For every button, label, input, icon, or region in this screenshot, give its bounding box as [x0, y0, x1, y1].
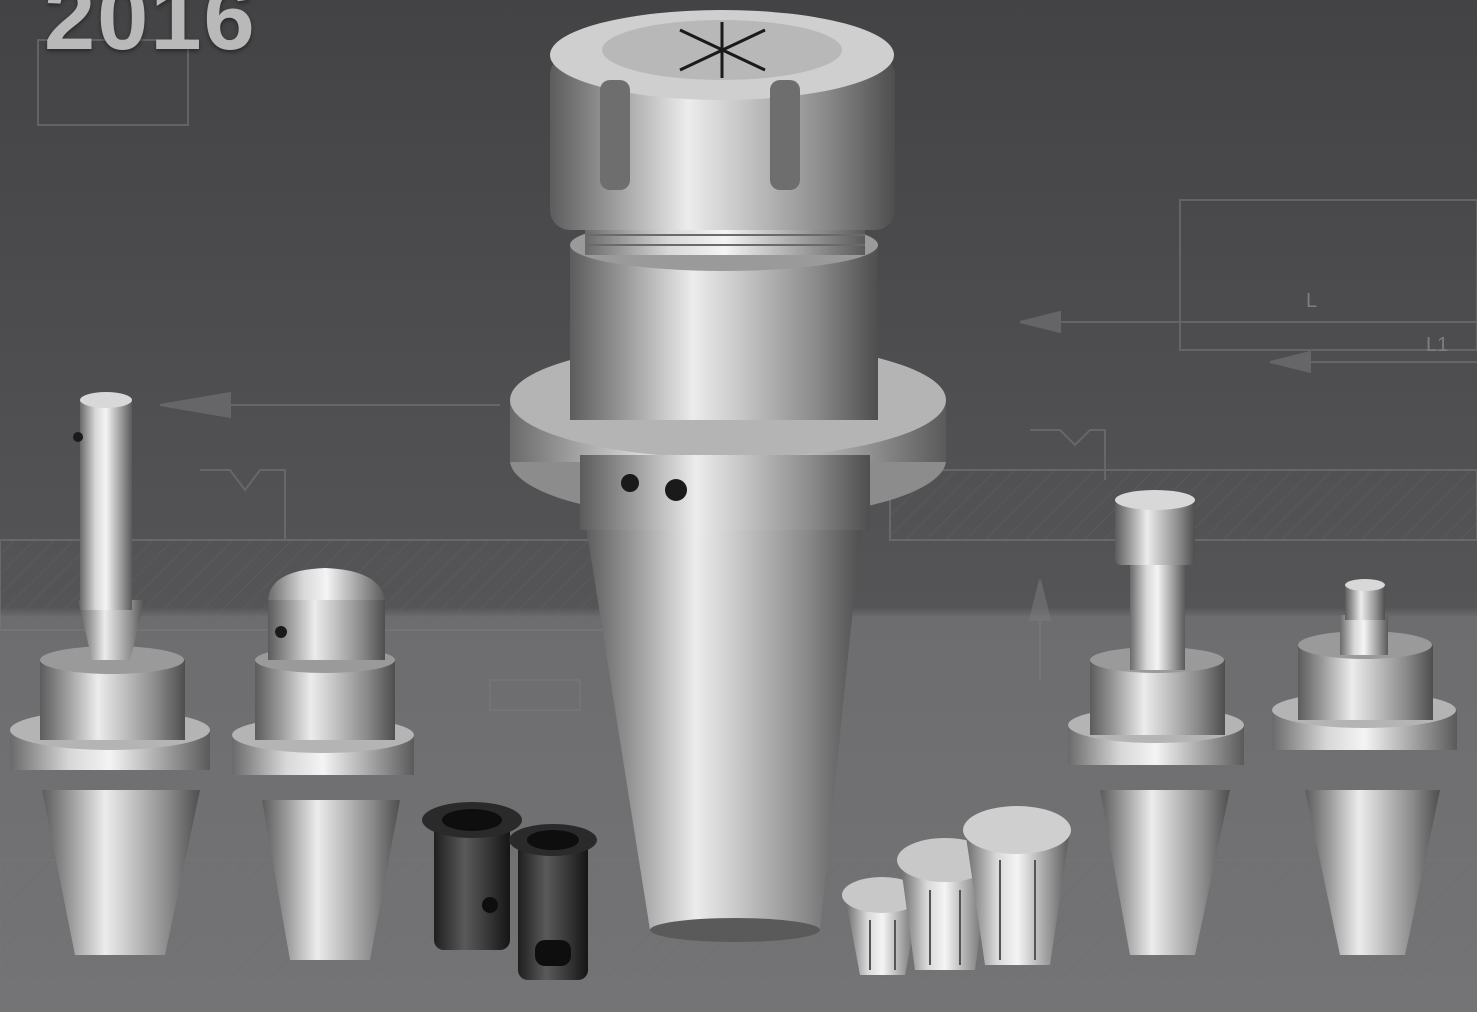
drawing-label-l: L — [1306, 290, 1318, 312]
drawing-label-l1: L1 — [1426, 334, 1449, 356]
toolholder-icon-2 — [232, 568, 414, 960]
toolholder-icon-1 — [10, 392, 210, 955]
reduction-sleeve-icon — [422, 802, 597, 980]
er-collet-chuck-holder-icon — [510, 10, 946, 942]
er-collet-icon — [842, 806, 1071, 975]
toolholder-icon-3 — [1068, 490, 1244, 955]
toolholder-icon-4 — [1272, 579, 1457, 955]
catalog-year: 2016 — [44, 0, 257, 69]
